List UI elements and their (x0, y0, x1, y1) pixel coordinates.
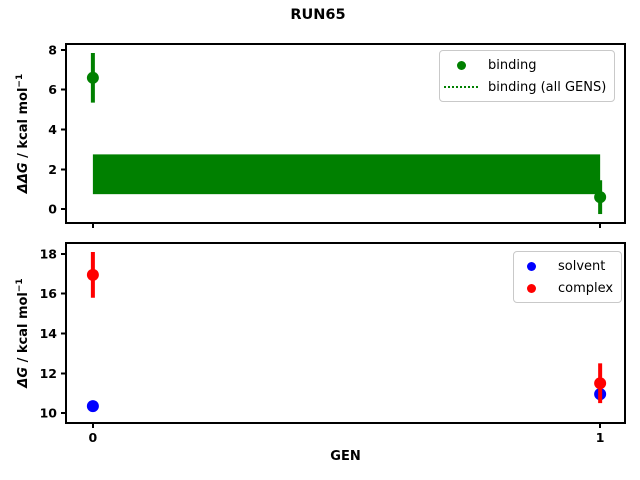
data-point-complex (86, 268, 99, 281)
y-tick-label: 16 (40, 286, 58, 301)
legend-label-solvent: solvent (558, 258, 606, 274)
y-tick-label: 14 (40, 326, 58, 341)
data-point-binding (594, 191, 607, 204)
binding-marker-icon (456, 60, 466, 70)
y-tick-label: 0 (48, 202, 57, 217)
legend-marker-area (440, 60, 482, 70)
legend-marker-area (440, 86, 482, 88)
data-point-solvent (86, 400, 99, 413)
solvent-marker-icon (526, 261, 536, 271)
legend-entry-solvent: solvent (514, 255, 613, 277)
legend-label-complex: complex (558, 280, 614, 296)
y-tick-label: 2 (48, 162, 57, 177)
legend-solvent-complex: solvent complex (513, 251, 623, 303)
y-tick-label: 10 (40, 406, 58, 421)
y-tick-label: 8 (48, 42, 57, 57)
data-point-binding (86, 71, 99, 84)
legend-entry-binding-all-gens: binding (all GENS) (440, 76, 606, 98)
data-point-complex (594, 377, 607, 390)
figure-title: RUN65 (290, 7, 345, 23)
legend-marker-area (514, 261, 548, 271)
x-axis-label: GEN (330, 449, 360, 464)
y-axis-label: ΔΔG / kcal mol−1 (15, 74, 31, 194)
legend-label-binding: binding (488, 57, 537, 73)
legend-binding: binding binding (all GENS) (439, 50, 616, 102)
y-axis-label: ΔG / kcal mol−1 (15, 278, 31, 388)
legend-entry-binding: binding (440, 54, 606, 76)
legend-marker-area (514, 283, 548, 293)
dotted-line-icon (444, 86, 478, 88)
y-tick-label: 4 (48, 122, 57, 137)
y-tick-label: 12 (40, 366, 57, 381)
x-tick-label: 1 (596, 430, 605, 445)
legend-entry-complex: complex (514, 277, 613, 299)
complex-marker-icon (526, 283, 536, 293)
axes-spines (65, 43, 626, 224)
legend-label-binding-all-gens: binding (all GENS) (488, 79, 607, 95)
y-tick-label: 6 (48, 82, 57, 97)
uncertainty-band (92, 154, 601, 195)
x-tick-label: 0 (89, 430, 98, 445)
y-tick-label: 18 (40, 246, 57, 261)
